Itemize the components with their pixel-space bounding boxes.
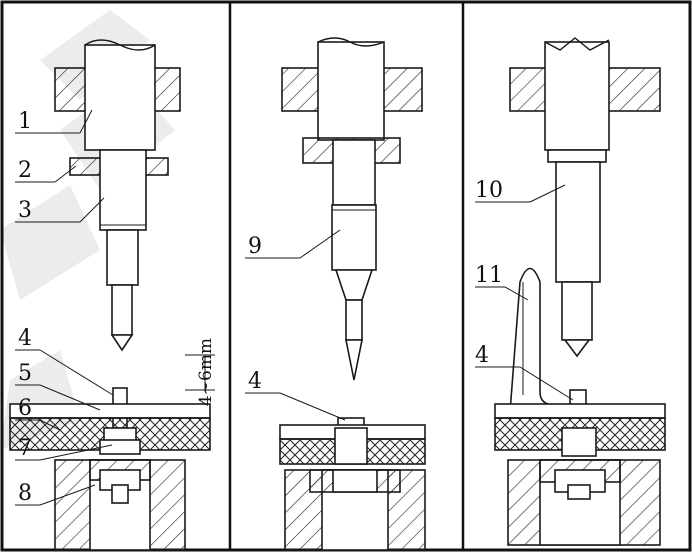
label-5: 5 bbox=[18, 361, 32, 386]
label-2: 2 bbox=[18, 158, 32, 183]
label-3: 3 bbox=[18, 198, 32, 223]
panel-2 bbox=[245, 37, 426, 551]
dimension-label: 4~6mm bbox=[196, 338, 216, 406]
label-6: 6 bbox=[18, 396, 32, 421]
label-4-panel-1: 4 bbox=[18, 326, 32, 351]
label-1: 1 bbox=[18, 109, 32, 134]
label-4-panel-2: 4 bbox=[248, 369, 262, 394]
label-10: 10 bbox=[475, 178, 503, 203]
label-8: 8 bbox=[18, 481, 32, 506]
label-7: 7 bbox=[18, 436, 32, 461]
panel-3 bbox=[475, 37, 666, 546]
panel-1 bbox=[9, 39, 215, 551]
label-4-panel-3: 4 bbox=[475, 343, 489, 368]
label-11: 11 bbox=[475, 263, 503, 288]
label-9: 9 bbox=[248, 234, 262, 259]
